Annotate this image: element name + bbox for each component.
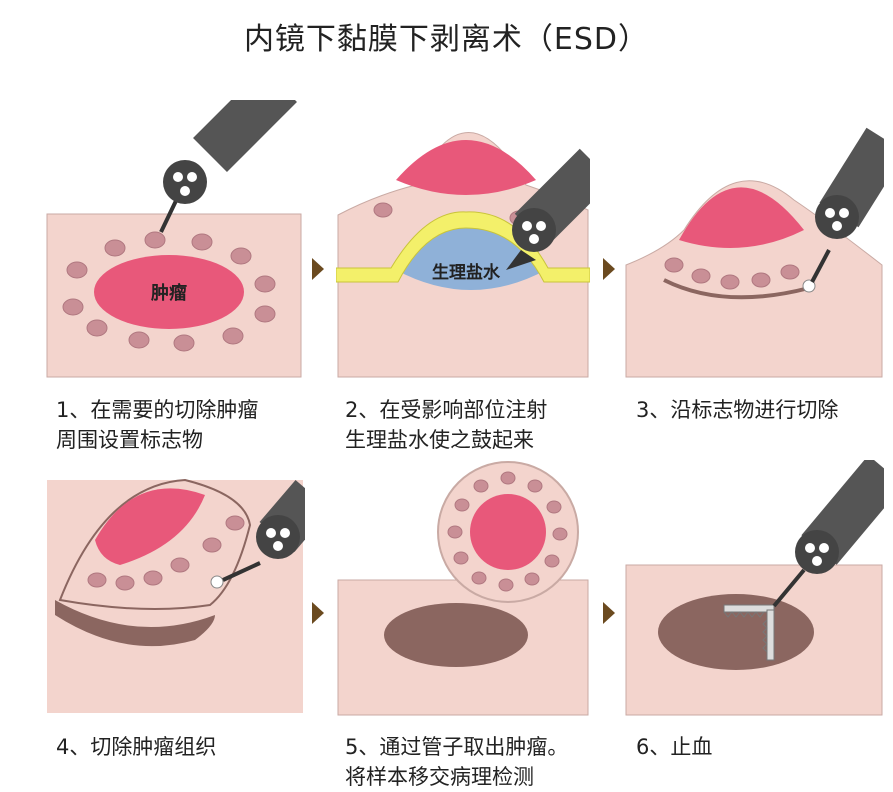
markers	[664, 257, 800, 290]
endoscope	[159, 100, 297, 233]
step-6-caption-line1: 6、止血	[636, 735, 713, 759]
arrow-step-5-to-6	[603, 602, 615, 624]
saline-label: 生理盐水	[432, 262, 501, 283]
step-5-illustration	[337, 461, 589, 716]
diagram-title: 内镜下黏膜下剥离术（ESD）	[243, 22, 650, 57]
tumor	[94, 255, 244, 329]
step-1-caption: 1、在需要的切除肿瘤 周围设置标志物	[56, 395, 258, 455]
step-2-illustration: 生理盐水	[336, 132, 590, 378]
arrow-step-1-to-2	[312, 258, 324, 280]
step-2-caption: 2、在受影响部位注射 生理盐水使之鼓起来	[345, 395, 547, 455]
saline-layer	[336, 211, 590, 283]
tumor	[679, 187, 804, 248]
step-4-caption-line1: 4、切除肿瘤组织	[56, 735, 217, 759]
step-1-caption-line1: 1、在需要的切除肿瘤	[56, 398, 259, 422]
arrow-step-2-to-3	[603, 258, 615, 280]
step-1-illustration: 肿瘤	[46, 100, 302, 378]
resection-cavity	[47, 587, 303, 713]
step-6-illustration	[625, 460, 884, 716]
step-4-caption: 4、切除肿瘤组织	[56, 732, 216, 762]
step-5-caption: 5、通过管子取出肿瘤。 将样本移交病理检测	[345, 732, 568, 792]
markers	[87, 515, 245, 591]
endoscope	[210, 480, 305, 589]
tumor	[396, 140, 536, 195]
incision	[663, 278, 810, 300]
step-3-caption-line1: 3、沿标志物进行切除	[636, 398, 839, 422]
step-6-caption: 6、止血	[636, 732, 712, 762]
resected-bed	[384, 603, 528, 667]
endoscope	[802, 127, 884, 293]
tumor-label: 肿瘤	[151, 282, 187, 304]
step-2-caption-line2: 生理盐水使之鼓起来	[345, 428, 534, 452]
arrow-step-4-to-5	[312, 602, 324, 624]
hemostatic-clip	[723, 604, 775, 661]
step-1-caption-line2: 周围设置标志物	[56, 428, 203, 452]
step-3-illustration	[625, 127, 884, 378]
step-5-caption-line1: 5、通过管子取出肿瘤。	[345, 735, 569, 759]
step-3-caption: 3、沿标志物进行切除	[636, 395, 838, 425]
endoscope	[772, 460, 884, 608]
step-4-illustration	[47, 478, 305, 713]
tumor	[95, 488, 205, 565]
resected-bed	[55, 600, 215, 647]
endoscope	[506, 148, 590, 270]
markers	[62, 231, 276, 352]
markers	[447, 471, 568, 592]
resected-bed	[658, 594, 814, 670]
step-2-caption-line1: 2、在受影响部位注射	[345, 398, 548, 422]
tumor	[470, 494, 546, 570]
step-5-caption-line2: 将样本移交病理检测	[345, 765, 534, 789]
